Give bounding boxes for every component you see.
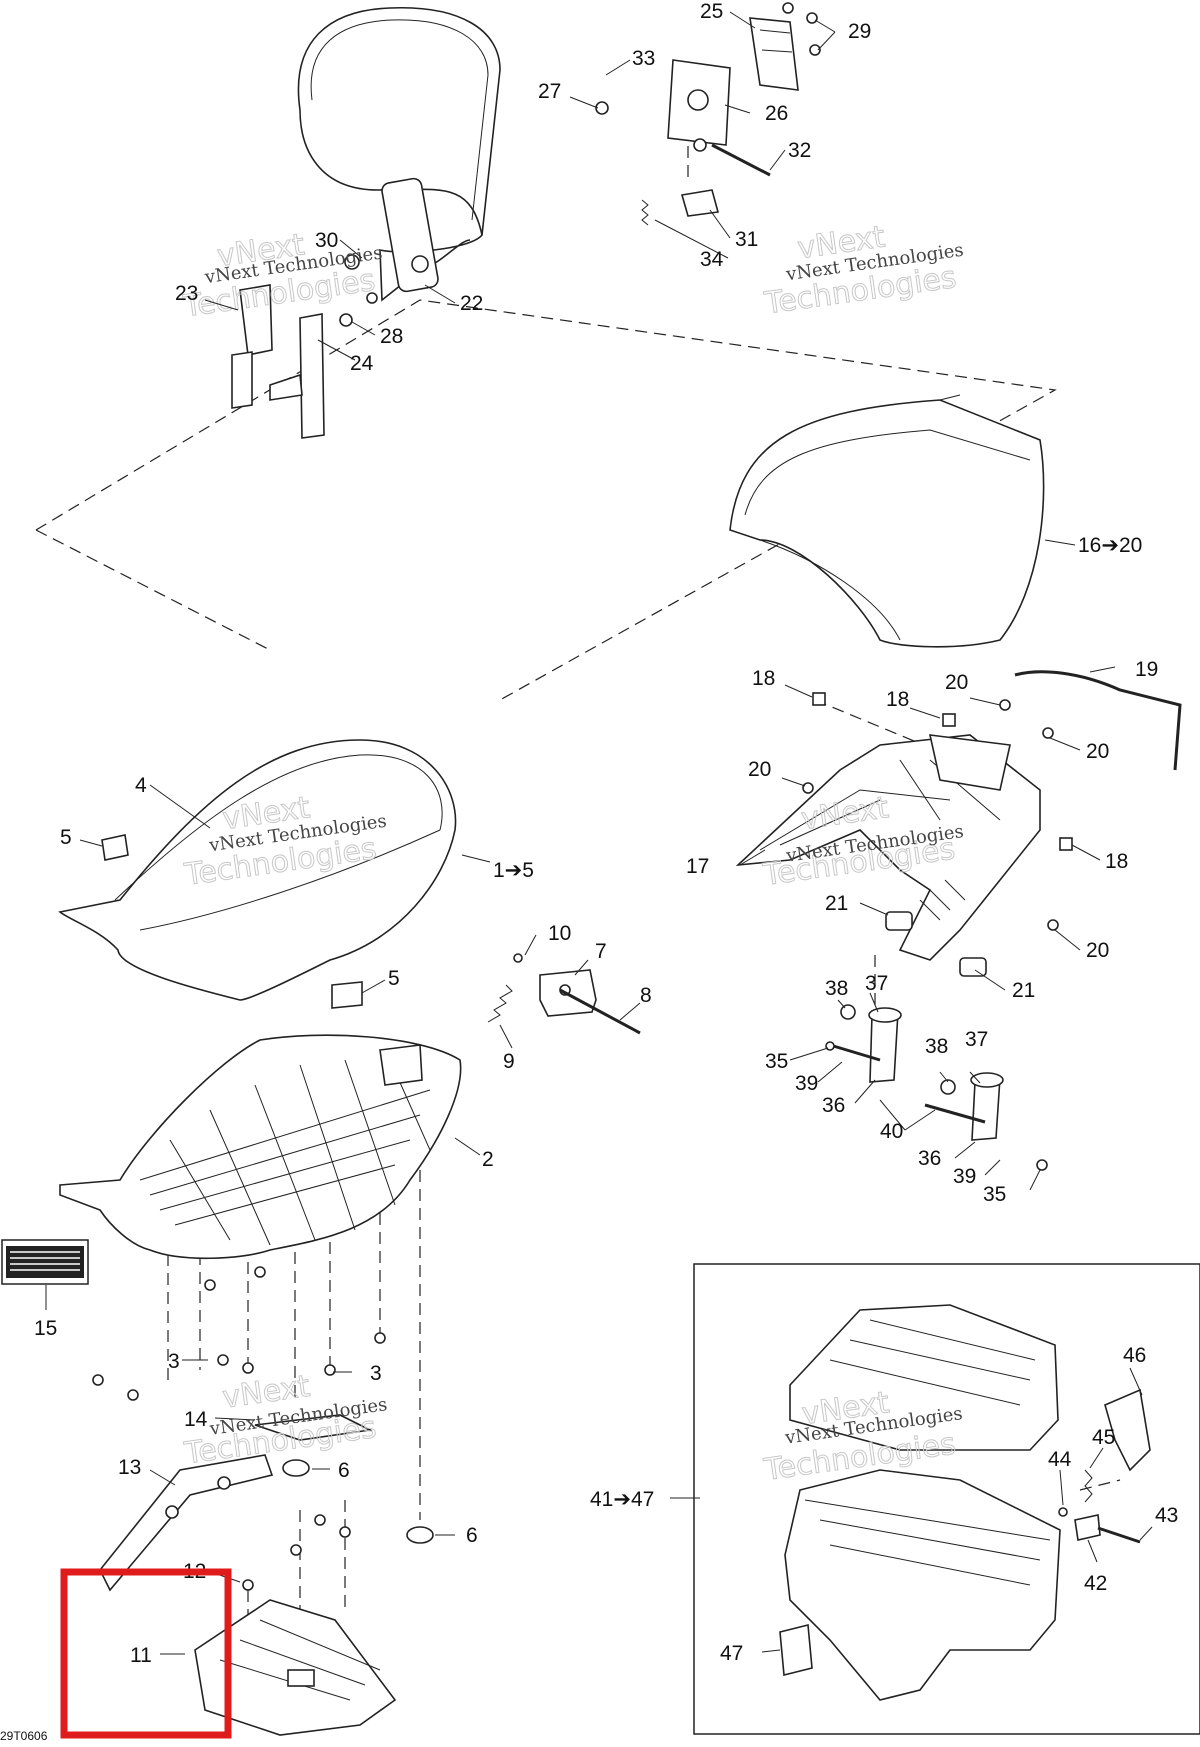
latch-spring-9 [487,984,513,1023]
callout-21a: 21 [825,892,848,915]
seat-base-fasteners-3 [92,1266,386,1401]
callout-44: 44 [1048,1448,1072,1471]
callout-42: 42 [1084,1572,1107,1595]
callout-28: 28 [380,325,403,348]
leader-lines [45,11,1153,1655]
callout-5a: 5 [60,826,72,849]
callout-23: 23 [175,282,198,305]
storage-box-inset [693,1263,1200,1735]
plate-14 [254,1414,373,1441]
callout-38b: 38 [925,1035,948,1058]
rear-seat-cushion [729,394,1045,648]
callout-9: 9 [503,1050,515,1073]
callout-43: 43 [1155,1504,1178,1527]
callout-46: 46 [1123,1344,1146,1367]
callout-32: 32 [788,139,811,162]
callout-18c: 18 [1105,850,1128,873]
support-posts [825,1004,1048,1171]
bolt-27 [595,101,609,115]
highlight-box [60,1568,232,1739]
callout-38a: 38 [825,977,848,1000]
warning-label-15 [1,1239,89,1285]
callout-40: 40 [880,1120,903,1143]
callout-2: 2 [482,1148,494,1171]
callout-33: 33 [632,47,655,70]
callout-20b: 20 [1086,740,1109,763]
callout-14: 14 [184,1408,208,1431]
callout-15: 15 [34,1317,57,1340]
callout-3b: 3 [370,1362,382,1385]
hardware-28-30 [339,254,378,327]
callout-37a: 37 [865,972,888,995]
rear-clips-18-20 [802,692,1073,931]
callout-30: 30 [315,229,338,252]
callout-11: 11 [130,1644,152,1667]
skid-plate-11 [194,1599,397,1736]
callout-18a: 18 [752,667,775,690]
callout-18b: 18 [886,688,909,711]
callout-17: 17 [686,855,709,878]
hinge-nuts [782,2,821,56]
callout-13: 13 [118,1456,141,1479]
callout-16-20: 16➔20 [1078,534,1142,557]
callout-20a: 20 [945,671,968,694]
pin-32 [711,143,771,177]
front-seat-cushion [58,739,457,1001]
callout-34: 34 [700,248,724,271]
callout-4: 4 [135,774,147,797]
watermarks: vNext Technologies vNext Technologies vN… [180,219,965,1489]
rear-seat-frame [735,734,1041,961]
backrest-bracket-right [269,313,325,439]
seat-base [59,1034,462,1260]
rear-bumpers-21 [885,911,987,977]
callout-39a: 39 [795,1072,818,1095]
grommets-6 [282,1459,434,1544]
callout-19: 19 [1135,658,1158,681]
callout-36b: 36 [918,1147,941,1170]
backrest-bracket-left [231,284,273,409]
callout-31: 31 [735,228,758,251]
strap-13 [99,1454,274,1592]
callout-39b: 39 [953,1165,976,1188]
callout-labels: 25 29 33 27 26 32 31 34 30 23 22 28 24 1… [34,0,1178,1667]
rear-rail-19 [1014,670,1182,771]
latch-pin-8 [559,988,641,1035]
callout-36a: 36 [822,1094,845,1117]
callout-7: 7 [595,940,607,963]
callout-8: 8 [640,984,652,1007]
spring-34 [641,199,649,226]
callout-24: 24 [350,352,374,375]
callout-22: 22 [460,292,483,315]
callout-35a: 35 [765,1050,788,1073]
backrest-part [297,6,501,302]
callout-27: 27 [538,80,561,103]
callout-20c: 20 [748,758,771,781]
callout-41-47: 41➔47 [590,1488,654,1511]
callout-10: 10 [548,922,571,945]
diagram-code: 29T0606 [0,1729,48,1742]
callout-6a: 6 [338,1459,350,1482]
callout-37b: 37 [965,1028,988,1051]
callout-26: 26 [765,102,788,125]
callout-47: 47 [720,1642,743,1665]
callout-45: 45 [1092,1426,1115,1449]
callout-21b: 21 [1012,979,1035,1002]
callout-29: 29 [848,20,871,43]
callout-1-5: 1➔5 [493,859,534,882]
callout-35b: 35 [983,1183,1006,1206]
callout-25: 25 [700,0,723,23]
callout-3a: 3 [168,1350,180,1373]
hinge-bracket [749,17,799,91]
pin-10 [513,953,523,963]
callout-5b: 5 [388,967,400,990]
callout-20d: 20 [1086,939,1109,962]
callout-6b: 6 [466,1524,478,1547]
screws-12 [242,1514,351,1591]
seat-clips-5 [101,834,363,1009]
hinge-plate [667,59,731,152]
latch-31 [680,189,720,217]
